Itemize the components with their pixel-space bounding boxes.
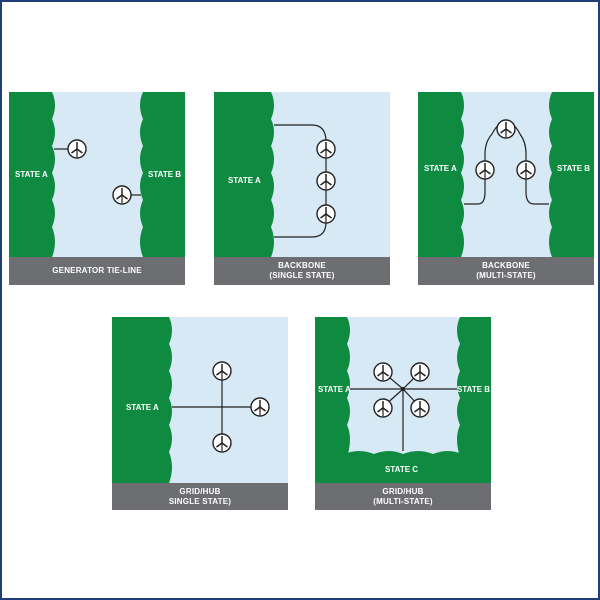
panel-caption: BACKBONE (SINGLE STATE) <box>214 257 390 285</box>
hub-node <box>401 387 405 391</box>
wind-turbine-icon <box>373 398 393 418</box>
wind-turbine-icon <box>212 361 232 381</box>
wind-turbine-icon <box>316 139 336 159</box>
state-a-label: STATE A <box>424 164 457 173</box>
caption-line-2: (SINGLE STATE) <box>269 271 335 280</box>
caption-line-1: BACKBONE <box>482 261 530 270</box>
state-a-land <box>418 92 464 257</box>
wind-turbine-icon <box>316 204 336 224</box>
caption-line-1: GENERATOR TIE-LINE <box>52 266 142 275</box>
panel-generator-tie-line-diagram <box>9 92 185 257</box>
state-b-land <box>140 92 185 257</box>
wind-turbine-icon <box>373 362 393 382</box>
panel-backbone-single-state: STATE A BACKBONE (SINGLE STATE) <box>214 92 390 285</box>
state-a-land <box>214 92 274 257</box>
state-b-label: STATE B <box>148 170 182 179</box>
wind-turbine-icon <box>67 139 87 159</box>
wind-turbine-icon <box>410 362 430 382</box>
wind-turbine-icon <box>112 185 132 205</box>
caption-line-2: (MULTI-STATE) <box>476 271 536 280</box>
caption-line-2: SINGLE STATE) <box>168 496 232 506</box>
state-b-label: STATE B <box>557 164 591 173</box>
panel-backbone-multi-state: STATE A STATE B BACKBONE (MULTI-STATE) <box>418 92 594 285</box>
wind-turbine-icon <box>212 433 232 453</box>
panel-grid-hub-single-state-diagram <box>112 317 288 483</box>
panel-backbone-multi-state-diagram <box>418 92 594 257</box>
panel-caption: GRID/HUB (MULTI-STATE) <box>315 483 491 510</box>
panel-generator-tie-line: STATE A STATE B GENERATOR TIE-LINE <box>9 92 185 285</box>
wind-turbine-icon <box>496 119 516 139</box>
caption-line-2: (MULTI-STATE) <box>373 496 433 506</box>
caption-line-1: BACKBONE <box>278 261 326 270</box>
panel-caption: GRID/HUB SINGLE STATE) <box>112 483 288 510</box>
caption-line-1: GRID/HUB <box>179 486 221 496</box>
panel-grid-hub-multi-state-diagram <box>315 317 491 483</box>
state-b-land <box>457 317 491 483</box>
panel-grid-hub-single-state: STATE A GRID/HUB SINGLE STATE) <box>112 317 288 510</box>
wind-turbine-icon <box>516 160 536 180</box>
wind-turbine-icon <box>410 398 430 418</box>
state-a-label: STATE A <box>15 170 48 179</box>
state-b-label: STATE B <box>457 385 491 394</box>
panel-caption: GENERATOR TIE-LINE <box>9 257 185 285</box>
wind-turbine-icon <box>475 160 495 180</box>
state-b-land <box>549 92 594 257</box>
state-a-label: STATE A <box>228 176 261 185</box>
state-a-label: STATE A <box>318 385 351 394</box>
state-a-land <box>315 317 350 483</box>
state-c-label: STATE C <box>385 465 419 474</box>
state-a-land <box>112 317 172 483</box>
state-c-land <box>315 451 491 483</box>
state-a-label: STATE A <box>126 403 159 412</box>
panel-grid-hub-multi-state: STATE A STATE B STATE C GRID/HUB (MULTI-… <box>315 317 491 510</box>
caption-line-1: GRID/HUB <box>382 486 424 496</box>
panel-backbone-single-state-diagram <box>214 92 390 257</box>
state-a-land <box>9 92 55 257</box>
wind-turbine-icon <box>250 397 270 417</box>
wind-turbine-icon <box>316 171 336 191</box>
panel-caption: BACKBONE (MULTI-STATE) <box>418 257 594 285</box>
